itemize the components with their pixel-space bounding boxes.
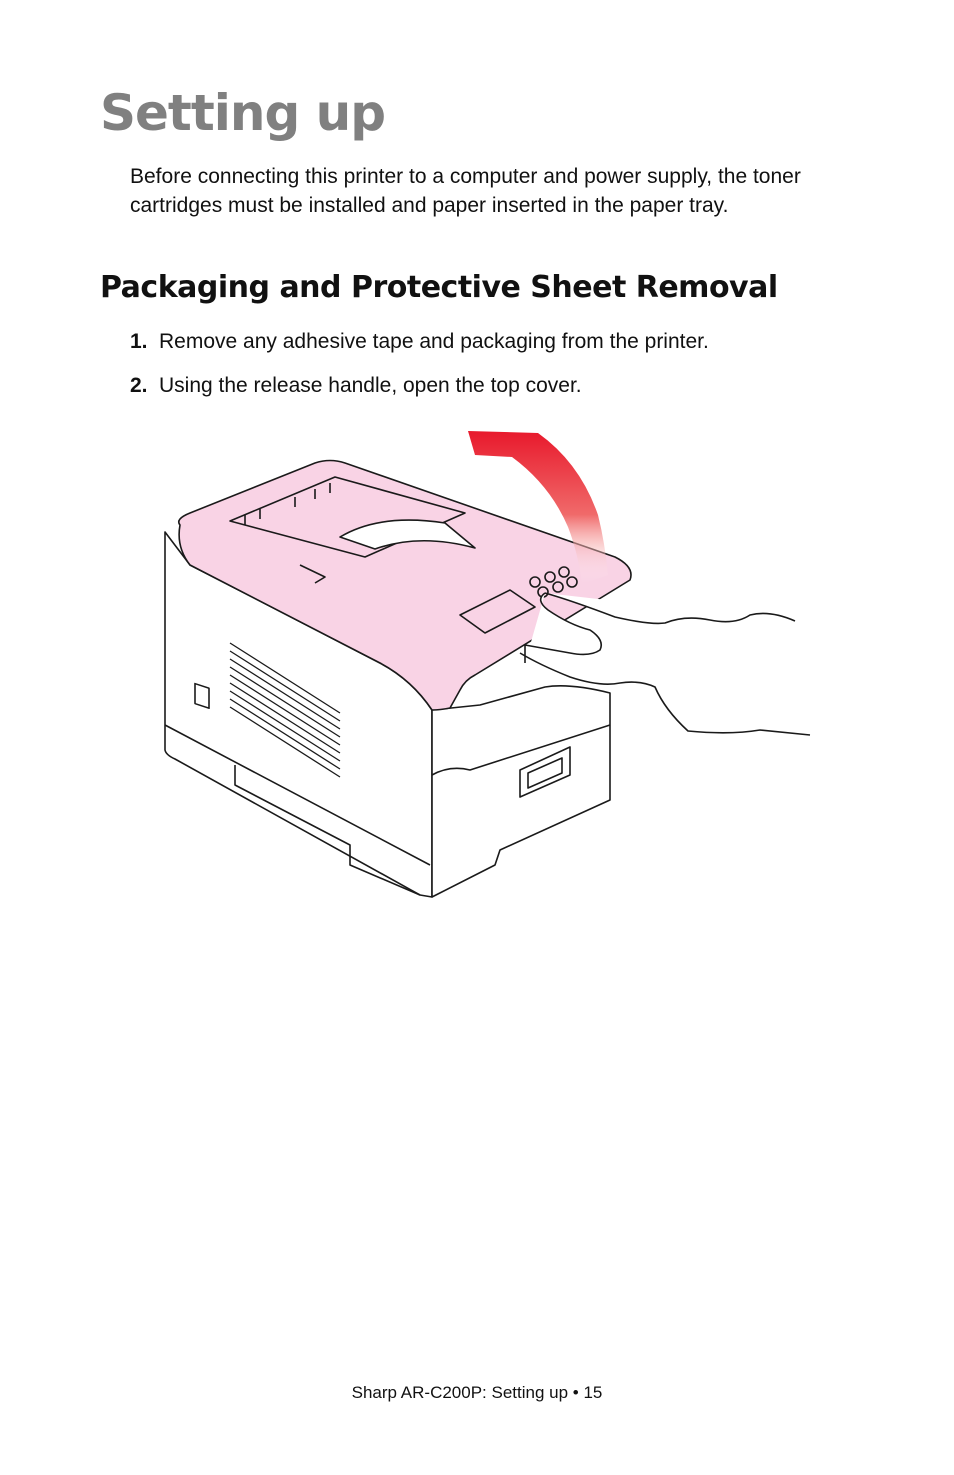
hand-illustration — [519, 592, 811, 736]
intro-paragraph: Before connecting this printer to a comp… — [130, 165, 801, 217]
step-item: 1. Remove any adhesive tape and packagin… — [130, 329, 870, 355]
page-footer: Sharp AR-C200P: Setting up • 15 — [351, 1383, 603, 1402]
step-text: Remove any adhesive tape and packaging f… — [159, 330, 709, 353]
step-text: Using the release handle, open the top c… — [159, 374, 582, 397]
open-direction-arrow — [468, 431, 608, 583]
steps-list: 1. Remove any adhesive tape and packagin… — [130, 329, 870, 417]
page-title: Setting up — [100, 84, 386, 142]
step-number: 2. — [130, 374, 148, 397]
section-heading: Packaging and Protective Sheet Removal — [100, 270, 778, 305]
step-item: 2. Using the release handle, open the to… — [130, 373, 870, 399]
step-number: 1. — [130, 330, 148, 353]
printer-illustration — [164, 431, 811, 898]
